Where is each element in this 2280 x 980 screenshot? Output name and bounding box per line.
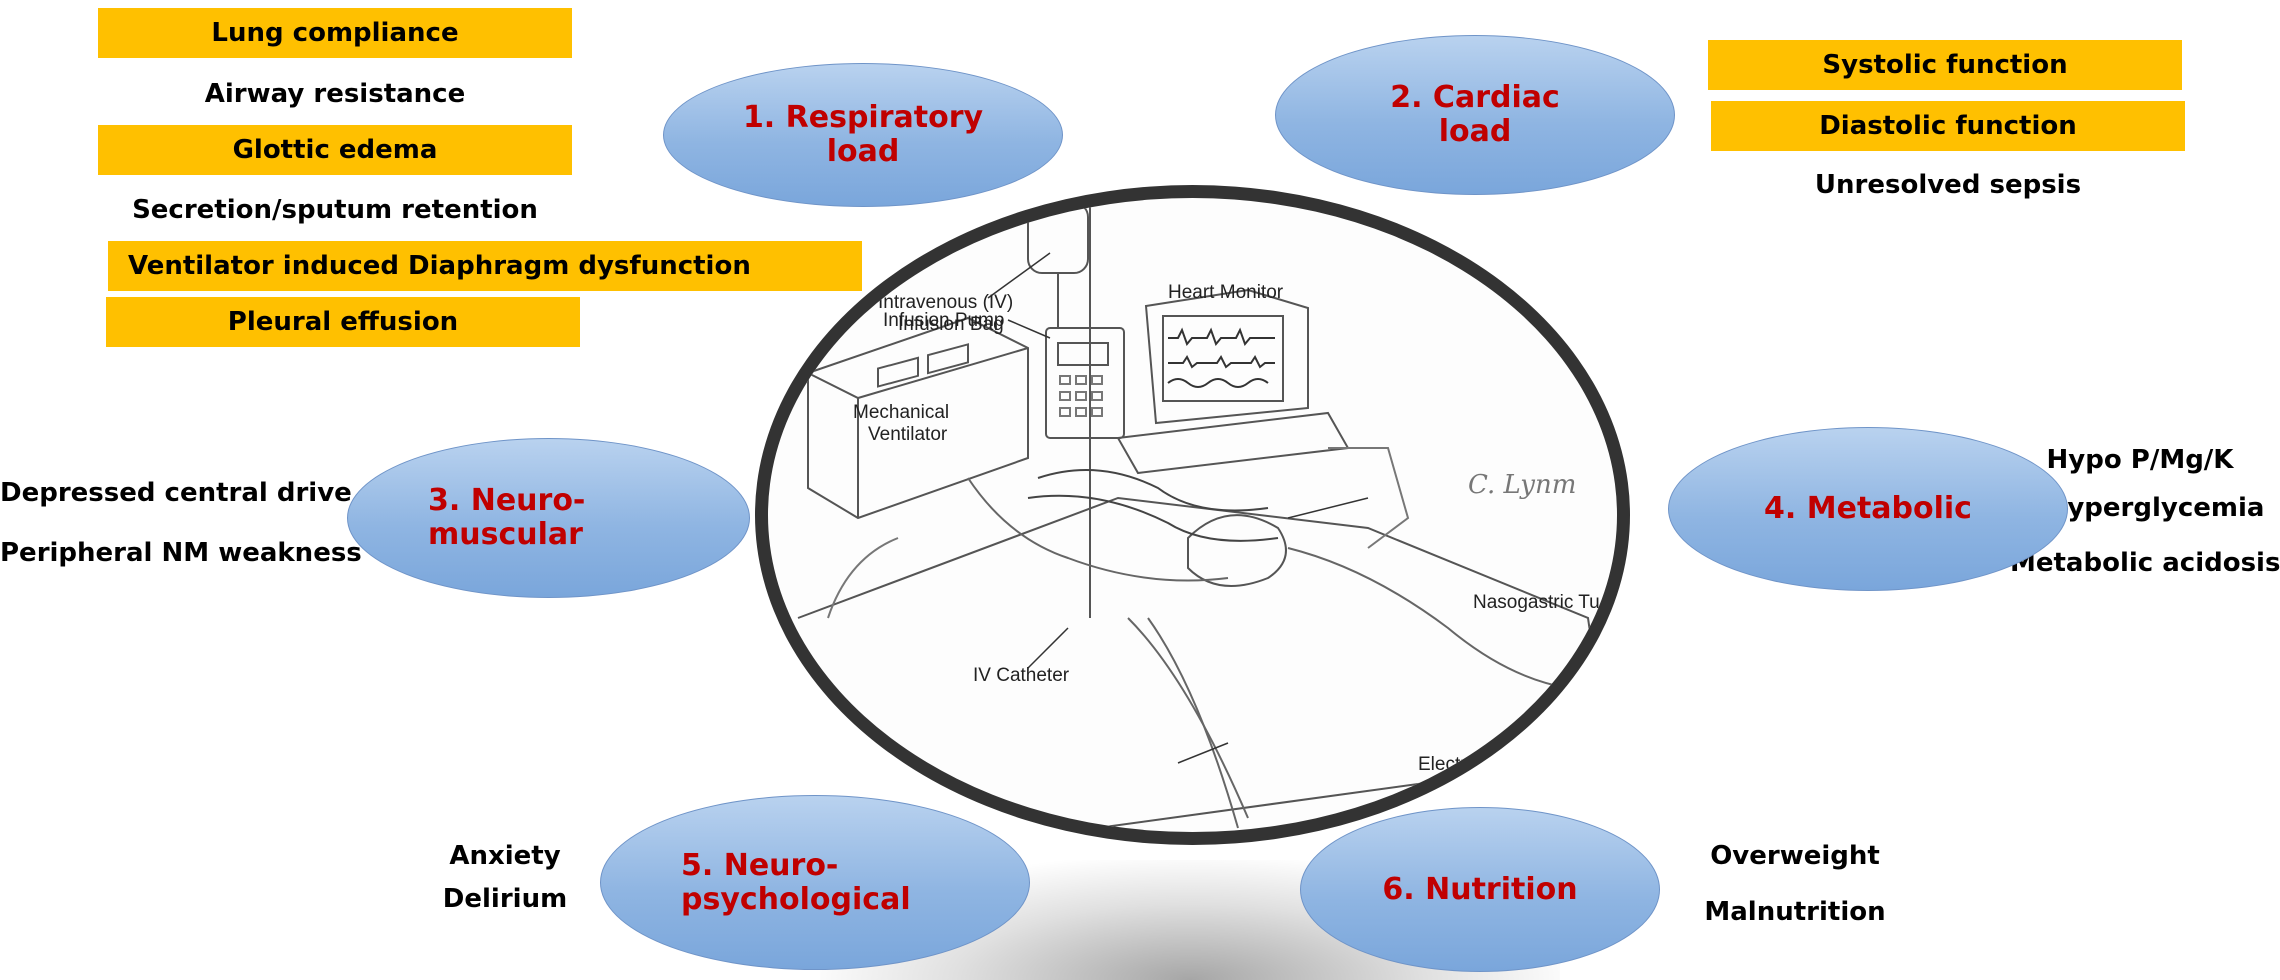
category-cardiac-load: 2. Cardiac load bbox=[1275, 35, 1675, 195]
heart-monitor bbox=[1144, 288, 1309, 425]
category-metabolic: 4. Metabolic bbox=[1668, 427, 2068, 591]
patient-bed bbox=[797, 496, 1610, 832]
respiratory-factor-secretion-retention: Secretion/sputum retention bbox=[132, 195, 538, 225]
icu-label-iv-bag-line2: Infusion Bag bbox=[898, 314, 1004, 335]
category-nutrition-title: 6. Nutrition bbox=[1382, 871, 1578, 907]
category-cardiac-title: 2. Cardiac load bbox=[1390, 80, 1560, 149]
respiratory-factor-airway-resistance: Airway resistance bbox=[204, 79, 466, 109]
category-nutrition: 6. Nutrition bbox=[1300, 807, 1660, 972]
metabolic-factor-acidosis: Metabolic acidosis bbox=[2010, 548, 2280, 578]
cardiac-factor-diastolic: Diastolic function bbox=[1711, 101, 2185, 151]
respiratory-factor-lung-compliance: Lung compliance bbox=[98, 8, 572, 58]
icu-label-heart-monitor: Heart Monitor bbox=[1168, 282, 1284, 303]
neuropsych-factor-delirium: Delirium bbox=[442, 884, 568, 914]
neuromuscular-factor-central-drive: Depressed central drive bbox=[0, 478, 352, 508]
icu-label-iv-bag: Intravenous (IV) Infusion Bag bbox=[878, 292, 1018, 335]
cardiac-factor-systolic: Systolic function bbox=[1708, 40, 2182, 90]
icu-label-ventilator: Mechanical Ventilator bbox=[853, 402, 954, 445]
respiratory-factor-vidd: Ventilator induced Diaphragm dysfunction bbox=[108, 241, 862, 291]
nutrition-factor-overweight: Overweight bbox=[1710, 841, 1880, 871]
icu-label-ventilator-line1: Mechanical bbox=[853, 402, 949, 423]
icu-label-iv-bag-line1: Intravenous (IV) bbox=[878, 292, 1013, 313]
infusion-pump bbox=[1045, 327, 1125, 439]
icu-label-nasogastric: Nasogastric Tu bbox=[1473, 592, 1600, 613]
category-neuromuscular: 3. Neuro- muscular bbox=[347, 438, 750, 598]
respiratory-factor-glottic-edema: Glottic edema bbox=[98, 125, 572, 175]
category-neuropsychological: 5. Neuro- psychological bbox=[600, 795, 1030, 970]
category-neuropsychological-title: 5. Neuro- psychological bbox=[681, 847, 911, 917]
icu-illustration: Intravenous (IV) Infusion Bag Infusion P… bbox=[755, 185, 1630, 845]
icu-illustration-drawing: Intravenous (IV) Infusion Bag Infusion P… bbox=[797, 198, 1610, 832]
artist-signature: C. Lynm bbox=[1468, 470, 1576, 500]
respiratory-factor-pleural-effusion: Pleural effusion bbox=[106, 297, 580, 347]
category-respiratory-title: 1. Respiratory load bbox=[742, 100, 984, 169]
category-metabolic-title: 4. Metabolic bbox=[1764, 491, 1972, 526]
metabolic-factor-hyperglycemia: Hyperglycemia bbox=[2045, 493, 2265, 523]
neuropsych-factor-anxiety: Anxiety bbox=[449, 841, 561, 871]
category-neuromuscular-title: 3. Neuro- muscular bbox=[428, 483, 586, 552]
icu-label-iv-catheter: IV Catheter bbox=[973, 665, 1070, 686]
icu-label-ventilator-line2: Ventilator bbox=[868, 424, 948, 445]
patient-head bbox=[1187, 514, 1287, 587]
neuromuscular-factor-nm-weakness: Peripheral NM weakness bbox=[0, 538, 362, 568]
cardiac-factor-sepsis: Unresolved sepsis bbox=[1814, 170, 2082, 200]
mechanical-ventilator bbox=[807, 316, 1029, 520]
category-respiratory-load: 1. Respiratory load bbox=[663, 63, 1063, 207]
icu-label-electrodes: Electrodes bbox=[1418, 754, 1508, 775]
icu-label-infusion-pump: Infusion Pump bbox=[883, 310, 1004, 331]
metabolic-factor-electrolytes: Hypo P/Mg/K bbox=[2046, 445, 2234, 475]
nutrition-factor-malnutrition: Malnutrition bbox=[1704, 897, 1886, 927]
